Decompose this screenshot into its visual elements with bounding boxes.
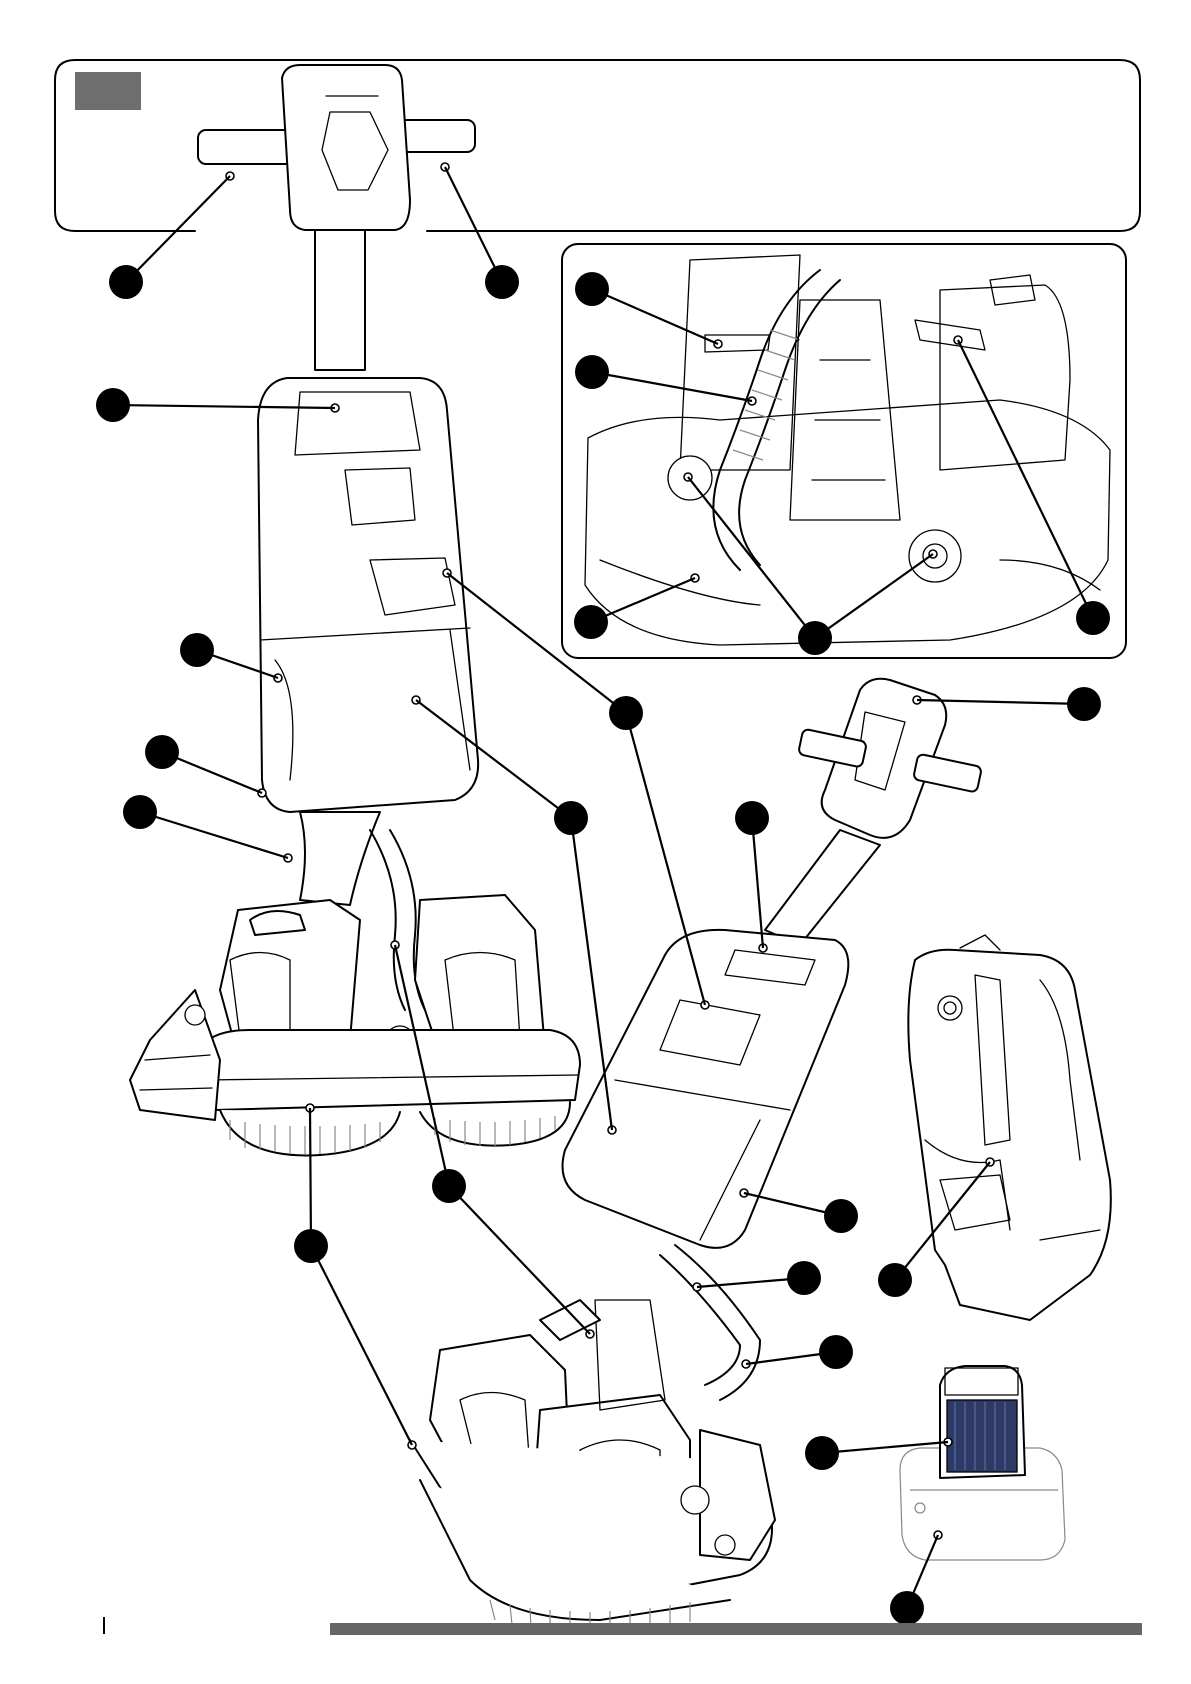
main-machine xyxy=(130,230,580,1155)
callout-dot xyxy=(574,605,608,639)
callout-dot xyxy=(805,1436,839,1470)
callout-dot xyxy=(1067,687,1101,721)
callout-dot xyxy=(294,1229,328,1263)
callout-dot xyxy=(890,1591,924,1625)
callout-dot xyxy=(432,1169,466,1203)
callout-dot xyxy=(735,801,769,835)
battery-cells xyxy=(947,1400,1017,1472)
callout-dot xyxy=(787,1261,821,1295)
footer-bar xyxy=(330,1623,1142,1635)
callout-dot xyxy=(180,633,214,667)
callout-dot xyxy=(554,801,588,835)
callout-dot xyxy=(96,388,130,422)
callout-dot xyxy=(145,735,179,769)
detail-inset xyxy=(562,244,1126,658)
callout-dot xyxy=(1076,601,1110,635)
callout-dot xyxy=(798,621,832,655)
callout-dot xyxy=(878,1263,912,1297)
callout-dot xyxy=(123,795,157,829)
callout-dot xyxy=(109,265,143,299)
machine-handle xyxy=(198,65,475,230)
callout-dot xyxy=(609,696,643,730)
callout-dot xyxy=(575,355,609,389)
callout-dot xyxy=(819,1335,853,1369)
detached-tank xyxy=(908,935,1111,1320)
callout-dot xyxy=(575,272,609,306)
tilted-machine xyxy=(408,679,982,1632)
section-tab xyxy=(75,72,141,110)
callout-dot xyxy=(485,265,519,299)
battery-charger xyxy=(900,1366,1065,1560)
callout-dot xyxy=(824,1199,858,1233)
page-footer xyxy=(104,1617,1142,1635)
